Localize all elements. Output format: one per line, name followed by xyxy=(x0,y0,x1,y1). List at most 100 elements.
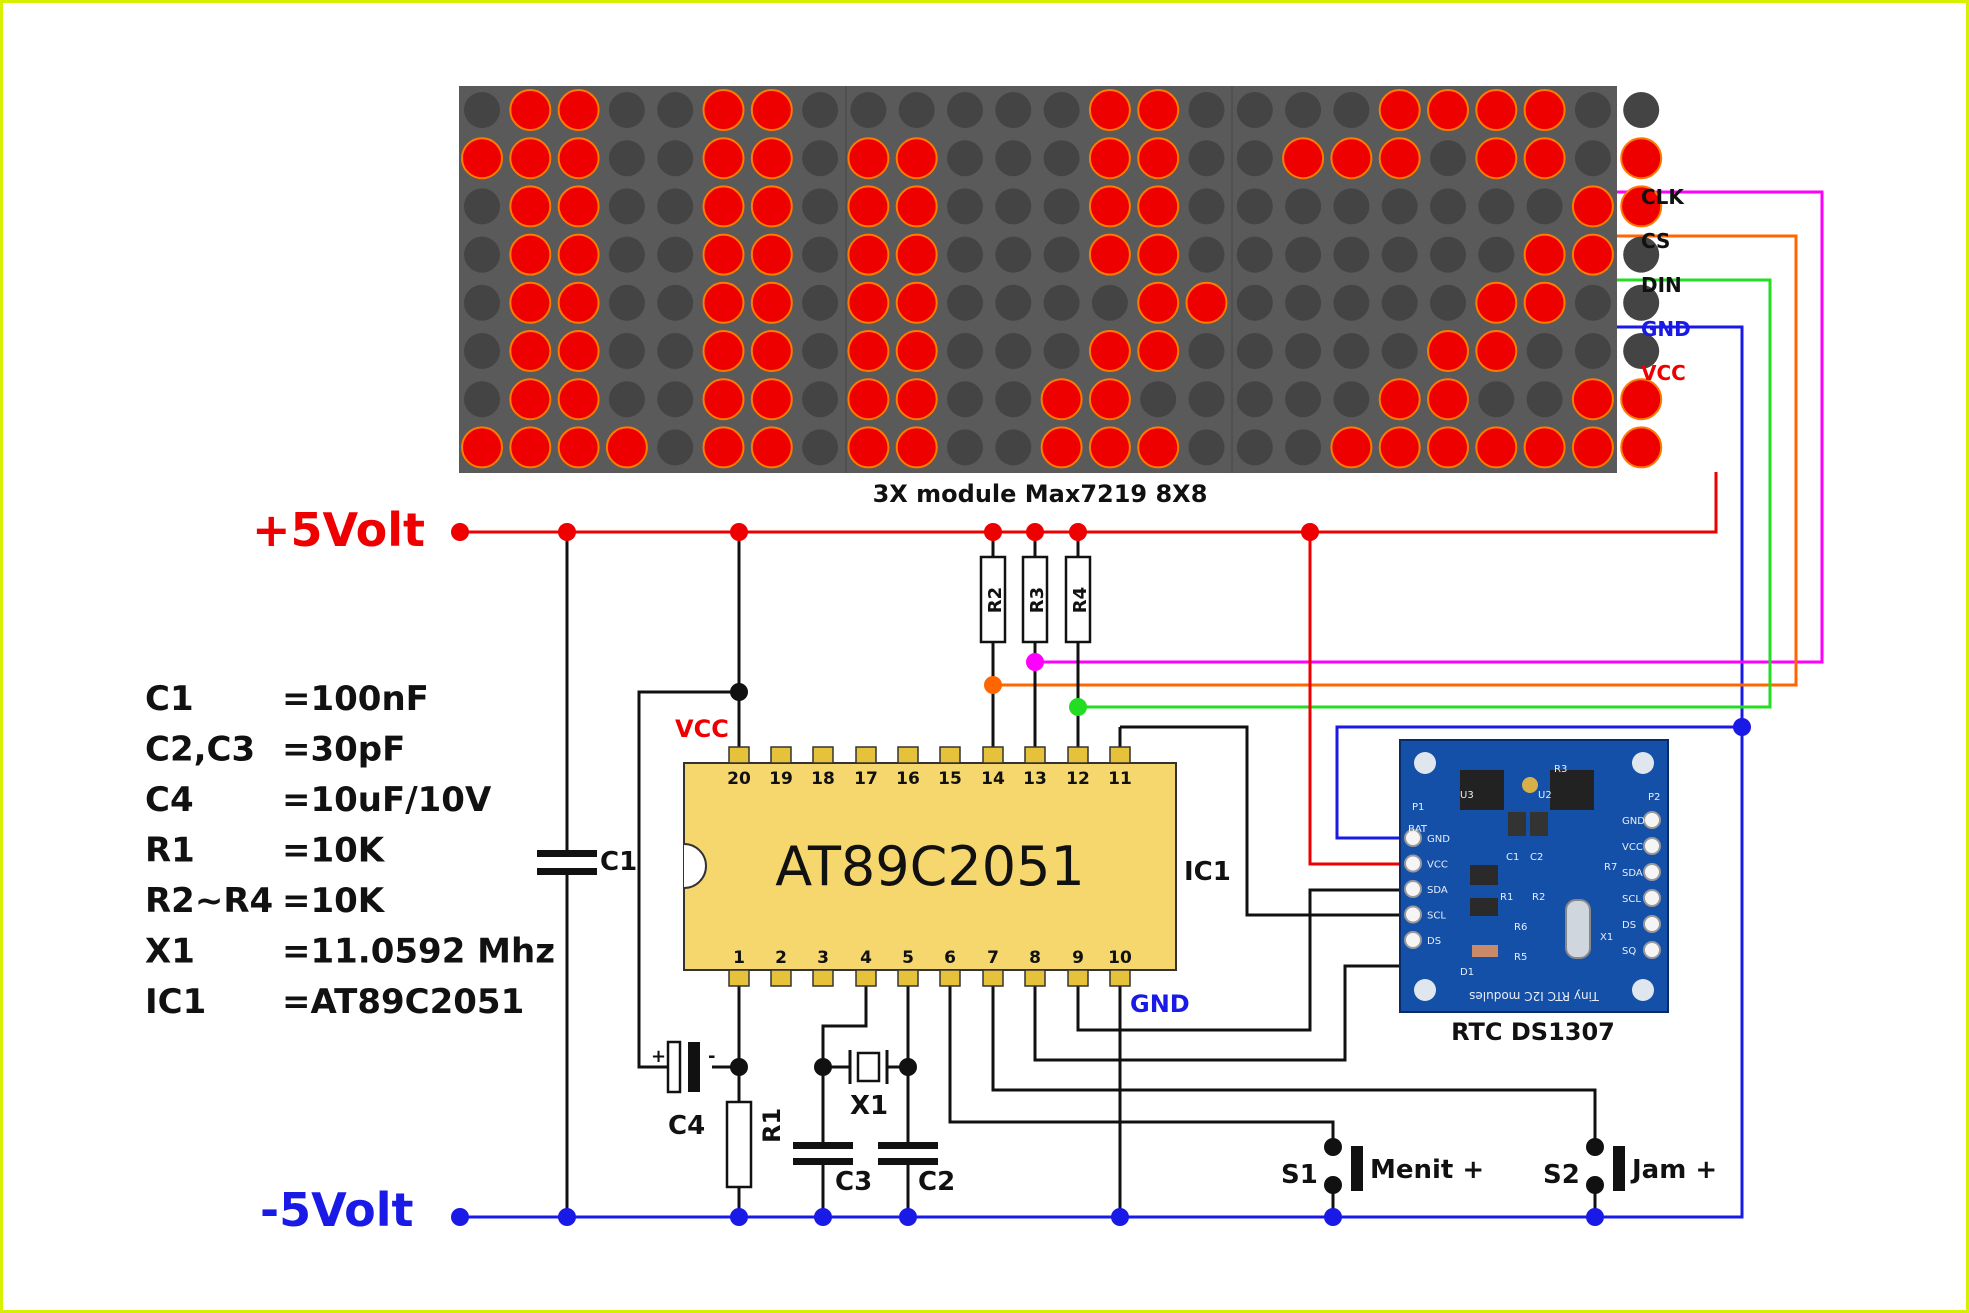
led-dot-off xyxy=(1188,92,1225,128)
s2-wire xyxy=(991,986,1597,1147)
matrix-panel xyxy=(459,86,1617,473)
led-dot-off xyxy=(608,381,645,418)
junction-dot-positive xyxy=(1026,523,1044,541)
led-dot-off xyxy=(1188,429,1225,466)
led-dot-on xyxy=(1088,378,1131,421)
switch-s2-label: Jam + xyxy=(1630,1155,1717,1185)
junction-dot-positive xyxy=(1069,523,1087,541)
ic-pin-8 xyxy=(1024,969,1046,987)
led-dot-on xyxy=(895,330,938,372)
led-dot-on xyxy=(847,426,890,469)
led-dot-on xyxy=(750,330,793,372)
led-dot-off xyxy=(802,188,839,225)
ic-pin-number-9: 9 xyxy=(1072,948,1084,968)
matrix-pin-label-clk: CLK xyxy=(1641,185,1685,209)
led-dot-on xyxy=(702,426,745,469)
led-dot-off xyxy=(1043,188,1080,225)
c4-label: C4 xyxy=(668,1111,705,1141)
led-dot-on xyxy=(1282,137,1325,180)
ic-vcc-label: VCC xyxy=(675,715,729,743)
led-dot-off xyxy=(1574,140,1611,177)
switch-s2-actuator xyxy=(1613,1146,1625,1191)
led-dot-off xyxy=(947,284,983,321)
rtc-right-pin-label: SQ xyxy=(1622,946,1636,957)
led-dot-on xyxy=(1571,378,1614,421)
ic-pin-17 xyxy=(855,746,877,764)
parts-list-ref: R1 xyxy=(145,831,195,871)
rtc-silk-label: U3 xyxy=(1460,790,1474,801)
led-dot-off xyxy=(947,333,983,369)
rtc-silk-label: X1 xyxy=(1600,932,1613,943)
matrix-pin-label-cs: CS xyxy=(1641,229,1670,253)
led-dot-off xyxy=(995,284,1032,321)
led-dot-off xyxy=(1285,92,1322,128)
junction-dot-positive xyxy=(558,523,576,541)
junction-dot-negative xyxy=(451,1208,469,1226)
led-dot-off xyxy=(1333,92,1370,128)
led-dot-on xyxy=(702,89,745,131)
led-dot-on xyxy=(1185,281,1228,324)
ic-pin-number-10: 10 xyxy=(1108,948,1132,968)
matrix-pin-label-din: DIN xyxy=(1641,273,1682,297)
x1-label: X1 xyxy=(850,1091,888,1121)
led-dot-on xyxy=(1620,137,1663,180)
led-dot-on xyxy=(1378,137,1421,180)
led-dot-off xyxy=(1236,429,1273,466)
rtc-left-pin-label: GND xyxy=(1427,834,1450,845)
led-dot-on xyxy=(1523,137,1566,180)
led-dot-on xyxy=(1088,185,1131,228)
led-dot-on xyxy=(750,89,793,131)
ic-pin-number-15: 15 xyxy=(938,769,962,789)
junction-dot-negative xyxy=(730,1208,748,1226)
ic-pin-16 xyxy=(897,746,919,764)
ic-pin-number-17: 17 xyxy=(854,769,878,789)
led-dot-off xyxy=(1285,429,1322,466)
led-dot-on xyxy=(557,281,600,324)
led-dot-on xyxy=(847,137,890,180)
crystal-x1 xyxy=(856,1051,881,1083)
led-dot-off xyxy=(1333,236,1370,273)
parts-list-ref: X1 xyxy=(145,932,195,972)
ic-pin-9 xyxy=(1067,969,1089,987)
ic-name: AT89C2051 xyxy=(775,835,1085,898)
led-dot-off xyxy=(657,236,694,273)
led-dot-off xyxy=(1430,284,1466,321)
rtc-ds-wire xyxy=(1033,964,1405,1062)
rtc-left-pad-scl xyxy=(1404,905,1422,924)
negative-rail-wire xyxy=(460,325,1744,1219)
led-dot-off xyxy=(1236,92,1273,128)
led-dot-off xyxy=(802,236,839,273)
resistor-r2 xyxy=(979,555,1007,644)
led-dot-on xyxy=(1137,137,1180,180)
junction-dot-clk xyxy=(1026,653,1044,671)
rtc-left-pin-label: DS xyxy=(1427,936,1441,947)
led-dot-off xyxy=(850,92,887,128)
led-dot-off xyxy=(608,333,645,369)
led-dot-off xyxy=(608,188,645,225)
ic-body xyxy=(683,762,1177,971)
led-dot-off xyxy=(464,92,500,128)
junction-dot-din xyxy=(1069,698,1087,716)
led-dot-off xyxy=(947,381,983,418)
capacitor-c2-plate-top xyxy=(878,1142,938,1149)
rtc-mounting-hole xyxy=(1632,752,1654,774)
rtc-silk-label: R7 xyxy=(1604,862,1617,873)
led-dot-on xyxy=(1137,281,1180,324)
junction-dots-layer xyxy=(451,523,1751,1226)
rtc-smd-part xyxy=(1470,898,1498,916)
ic-pin-15 xyxy=(939,746,961,764)
led-dot-off xyxy=(1333,188,1370,225)
rtc-mounting-hole xyxy=(1414,979,1436,1001)
rtc-silk-label: R2 xyxy=(1532,892,1545,903)
led-dot-off xyxy=(1043,236,1080,273)
led-dot-on xyxy=(1330,137,1373,180)
c4-plus-wire xyxy=(637,690,739,1069)
led-dot-on xyxy=(509,137,552,180)
rtc-right-pin-label: GND xyxy=(1622,816,1645,827)
led-dot-on xyxy=(1088,330,1131,372)
junction-dot-negative xyxy=(1111,1208,1129,1226)
rtc-mounting-hole xyxy=(1632,979,1654,1001)
rtc-silk-label: P1 xyxy=(1412,802,1424,813)
ic-pin-number-4: 4 xyxy=(860,948,872,968)
junction-dot-positive xyxy=(730,523,748,541)
